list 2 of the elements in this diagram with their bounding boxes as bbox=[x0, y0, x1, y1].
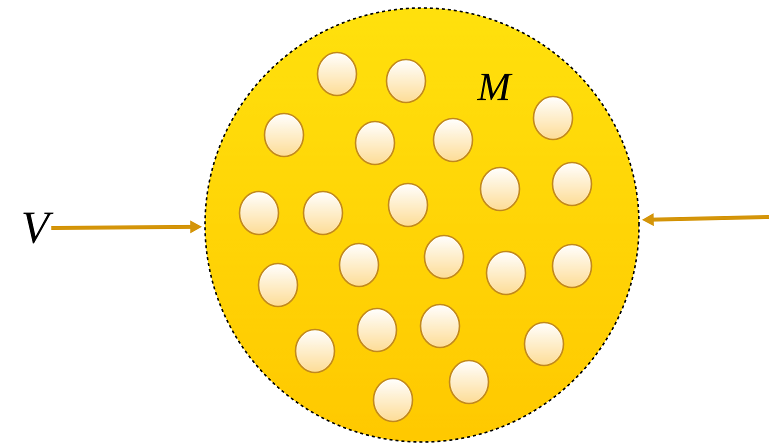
variable-label: M bbox=[476, 74, 512, 100]
variable-label: V bbox=[23, 212, 54, 244]
